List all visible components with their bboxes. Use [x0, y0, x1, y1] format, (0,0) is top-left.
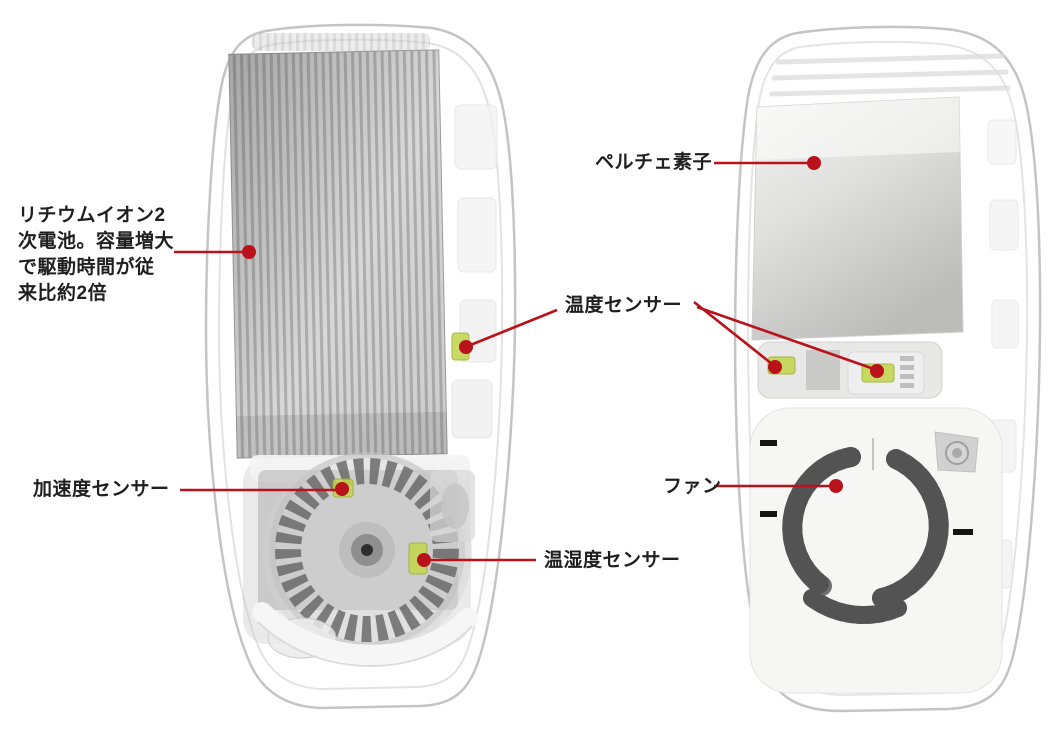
acceleration-sensor-label: 加速度センサー [33, 479, 170, 500]
callout-temperature [459, 300, 884, 378]
callout-dot-temp-humidity [417, 553, 431, 567]
callout-battery [174, 245, 256, 259]
callout-temp-humidity [417, 553, 536, 567]
screw-bracket [934, 431, 979, 473]
callout-dot-temperature-rear-1 [768, 360, 782, 374]
callout-dot-peltier [807, 156, 821, 170]
callout-dot-temperature-rear-2 [870, 364, 884, 378]
front-case-inner-line [217, 38, 504, 691]
fan-label: ファン [663, 476, 722, 497]
battery-label: リチウムイオン2 次電池。容量増大 で駆動時間が従 来比約2倍 [18, 203, 188, 307]
callout-fan [714, 479, 843, 493]
battery-label-line-1: リチウムイオン2 [18, 205, 166, 226]
front-bottom-swoosh [252, 602, 478, 665]
back-top-ridges [769, 53, 1011, 97]
callout-peltier [714, 156, 821, 170]
front-view-device [204, 23, 517, 710]
callout-dot-battery [242, 245, 256, 259]
panel-tick-marks [760, 440, 973, 535]
callout-dot-fan [829, 479, 843, 493]
callout-acceleration [180, 482, 349, 496]
peltier-element-label: ペルチェ素子 [595, 152, 713, 173]
temperature-sensor-label: 温度センサー [565, 295, 683, 316]
front-right-column [451, 104, 498, 439]
battery-label-line-4: 来比約2倍 [18, 283, 108, 304]
peltier-element-surface [751, 96, 964, 341]
callouts [174, 156, 884, 567]
front-top-grille [252, 33, 430, 51]
front-bottom-swoosh-edge [257, 621, 473, 667]
internal-fan [262, 452, 472, 653]
temp-humidity-sensor-label: 温湿度センサー [544, 550, 681, 571]
battery-label-line-2: 次電池。容量増大 [18, 231, 175, 252]
rear-fan-grille [782, 447, 949, 625]
battery-label-line-3: で駆動時間が従 [18, 257, 155, 278]
callout-dot-temperature-front [459, 340, 473, 354]
battery-pack [228, 49, 448, 459]
callout-dot-acceleration [335, 482, 349, 496]
front-vibration-motor [441, 483, 469, 529]
